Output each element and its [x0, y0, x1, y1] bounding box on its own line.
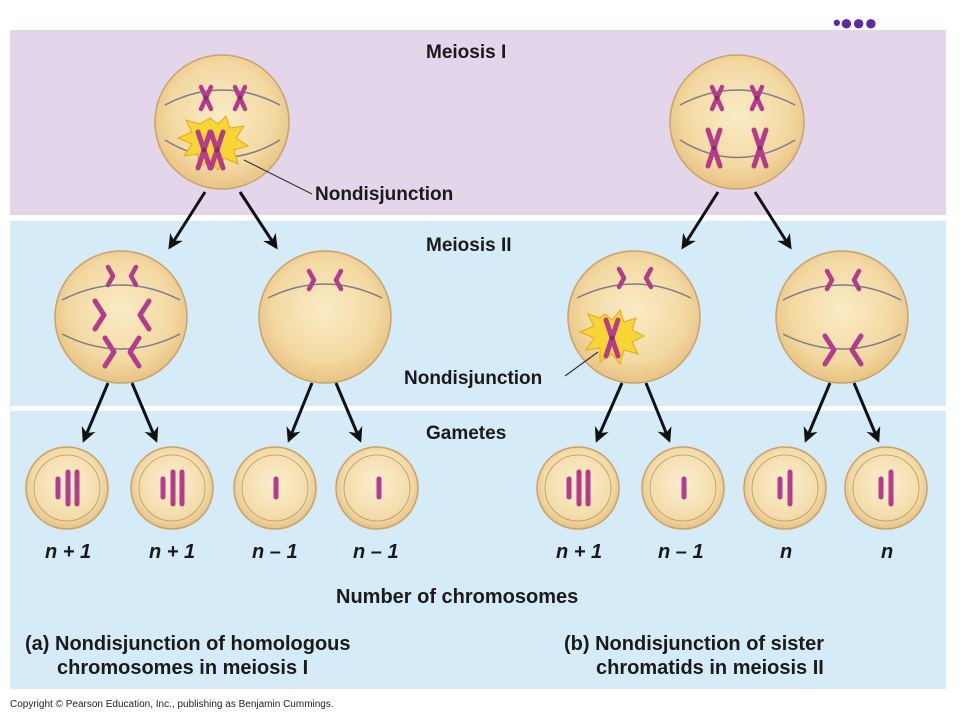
meiosis1-cell-b [669, 54, 805, 190]
meiosis1-cell-a [154, 54, 290, 190]
gamete-count-1: n + 1 [45, 541, 92, 563]
meiosis2-cell-1 [54, 250, 188, 384]
meiosis2-cell-2 [258, 250, 392, 384]
meiosis2-title: Meiosis II [426, 235, 512, 256]
nondisjunction-pointer [564, 351, 599, 377]
meiosis2-cell-4 [775, 250, 909, 384]
nondisjunction-label-meiosis2: Nondisjunction [404, 368, 543, 389]
arrows-meiosis2-to-gametes [81, 382, 881, 443]
gamete-1 [25, 446, 109, 530]
caption-b-line1: (b) Nondisjunction of sister [564, 633, 824, 655]
gamete-count-8: n [881, 541, 894, 563]
gamete-count-4: n – 1 [353, 541, 399, 563]
gamete-6 [641, 446, 725, 530]
gamete-5 [536, 446, 620, 530]
gamete-count-6: n – 1 [658, 541, 704, 563]
arrows-meiosis1-to-2 [168, 191, 792, 250]
gamete-3 [233, 446, 317, 530]
gamete-count-7: n [780, 541, 793, 563]
chromosome-count-title: Number of chromosomes [336, 586, 579, 608]
gametes-title: Gametes [426, 423, 507, 444]
meiosis1-title: Meiosis I [426, 42, 507, 63]
caption-a-line2: chromosomes in meiosis I [57, 657, 309, 679]
nondisjunction-label-meiosis1: Nondisjunction [315, 184, 454, 205]
gamete-7 [743, 446, 827, 530]
caption-b-line2: chromatids in meiosis II [596, 657, 824, 679]
publisher-logo-icon: •●●● [833, 10, 878, 35]
nondisjunction-pointer [243, 159, 313, 195]
copyright-notice: Copyright © Pearson Education, Inc., pub… [10, 699, 334, 710]
gamete-2 [130, 446, 214, 530]
gamete-4 [335, 446, 419, 530]
caption-a-line1: (a) Nondisjunction of homologous [25, 633, 351, 655]
gamete-count-2: n + 1 [149, 541, 196, 563]
gamete-count-3: n – 1 [252, 541, 298, 563]
gamete-8 [844, 446, 928, 530]
meiosis2-cell-3 [567, 250, 701, 384]
gamete-count-5: n + 1 [556, 541, 603, 563]
